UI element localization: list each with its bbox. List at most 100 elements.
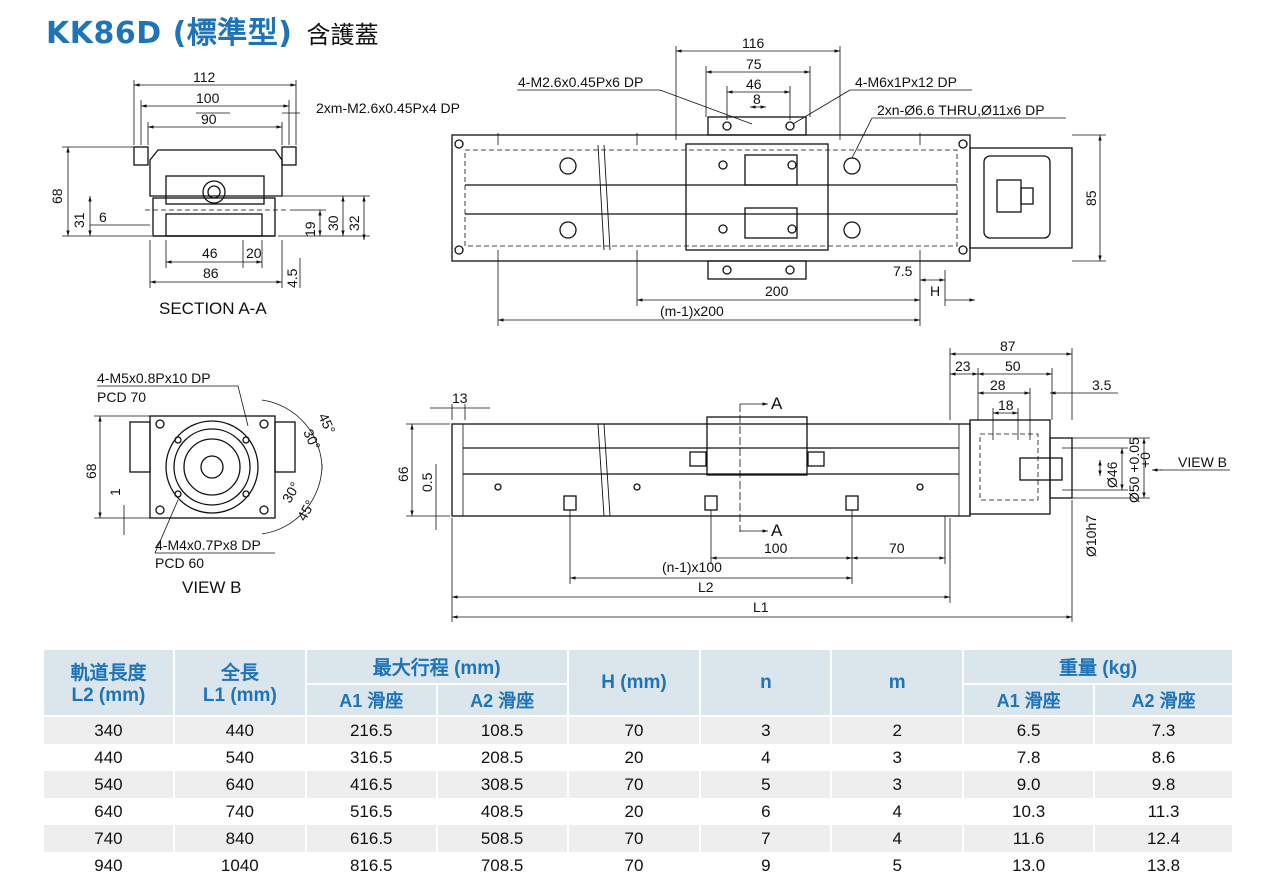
dim-46: 46 bbox=[202, 245, 218, 261]
callout-2xn: 2xn-Ø6.6 THRU,Ø11x6 DP bbox=[877, 102, 1045, 118]
dim-13: 13 bbox=[452, 390, 468, 406]
side-view bbox=[406, 348, 1230, 622]
table-cell: 740 bbox=[44, 825, 175, 852]
dim-46-top: 46 bbox=[746, 76, 762, 92]
table-cell: 9 bbox=[700, 852, 833, 879]
table-cell: 416.5 bbox=[305, 771, 438, 798]
header-stroke-a1: A1 滑座 bbox=[305, 684, 438, 717]
dim-100: 100 bbox=[196, 90, 220, 106]
table-cell: 508.5 bbox=[436, 825, 569, 852]
table-cell: 9.8 bbox=[1094, 771, 1234, 798]
header-total-label: 全長 bbox=[220, 663, 259, 684]
dim-23: 23 bbox=[955, 358, 971, 374]
dim-dia50: Ø50 +0.05 bbox=[1126, 437, 1142, 503]
title-main: KK86D (標準型) bbox=[46, 16, 293, 51]
dim-87: 87 bbox=[1000, 338, 1016, 354]
dim-4.5: 4.5 bbox=[284, 268, 300, 288]
table-cell: 3 bbox=[700, 716, 833, 744]
callout-m5: 4-M5x0.8Px10 DP bbox=[97, 370, 211, 386]
header-stroke: 最大行程 (mm) bbox=[305, 650, 569, 685]
dim-L1: L1 bbox=[753, 599, 769, 615]
view-b-caption: VIEW B bbox=[182, 578, 242, 597]
header-stroke-a2: A2 滑座 bbox=[436, 684, 569, 717]
table-cell: 340 bbox=[44, 716, 175, 744]
dim-32: 32 bbox=[346, 215, 362, 231]
dim-86: 86 bbox=[203, 265, 219, 281]
header-rail-label: 軌道長度 bbox=[70, 663, 147, 684]
table-cell: 4 bbox=[831, 798, 965, 825]
dim-30: 30 bbox=[325, 215, 341, 231]
callout-4-m2.6: 4-M2.6x0.45Px6 DP bbox=[518, 74, 643, 90]
dim-19: 19 bbox=[302, 221, 318, 237]
table-cell: 12.4 bbox=[1094, 825, 1234, 852]
table-cell: 70 bbox=[567, 852, 702, 879]
table-cell: 8.6 bbox=[1094, 744, 1234, 771]
section-aa-caption: SECTION A-A bbox=[159, 299, 267, 318]
angle-45-a: 45° bbox=[315, 411, 338, 437]
table-cell: 540 bbox=[173, 744, 307, 771]
dim-28: 28 bbox=[990, 377, 1006, 393]
table-cell: 440 bbox=[173, 716, 307, 744]
top-view bbox=[451, 46, 1106, 326]
table-cell: 13.0 bbox=[963, 852, 1096, 879]
table-cell: 6 bbox=[700, 798, 833, 825]
side-view-labels: 13 66 0.5 A A 100 70 (n-1)x100 L2 L1 87 … bbox=[395, 338, 1227, 615]
dim-100-side: 100 bbox=[764, 540, 788, 556]
table-cell: 20 bbox=[567, 744, 702, 771]
table-cell: 440 bbox=[44, 744, 175, 771]
table-cell: 70 bbox=[567, 716, 702, 744]
header-weight-a2: A2 滑座 bbox=[1094, 684, 1234, 717]
table-cell: 11.6 bbox=[963, 825, 1096, 852]
table-cell: 408.5 bbox=[436, 798, 569, 825]
table-cell: 840 bbox=[173, 825, 307, 852]
dim-L2: L2 bbox=[698, 579, 714, 595]
table-cell: 6.5 bbox=[963, 716, 1096, 744]
table-cell: 13.8 bbox=[1094, 852, 1234, 879]
dim-7.5: 7.5 bbox=[893, 263, 913, 279]
spec-table: 軌道長度 L2 (mm) 全長 L1 (mm) 最大行程 (mm) H (mm)… bbox=[44, 650, 1234, 879]
table-cell: 10.3 bbox=[963, 798, 1096, 825]
dim-66: 66 bbox=[395, 466, 411, 482]
table-cell: 816.5 bbox=[305, 852, 438, 879]
header-weight: 重量 (kg) bbox=[963, 650, 1234, 685]
section-aa-labels: 112 100 90 68 31 6 46 20 86 19 30 32 4.5… bbox=[49, 69, 460, 318]
dim-75: 75 bbox=[746, 56, 762, 72]
table-cell: 4 bbox=[831, 825, 965, 852]
header-h: H (mm) bbox=[567, 650, 702, 717]
callout-pcd70: PCD 70 bbox=[97, 389, 146, 405]
callout-m4: 4-M4x0.7Px8 DP bbox=[155, 537, 261, 553]
callout-4-m6: 4-M6x1Px12 DP bbox=[855, 74, 957, 90]
table-cell: 70 bbox=[567, 771, 702, 798]
section-mark-top: A bbox=[771, 394, 783, 413]
engineering-drawing: 112 100 90 68 31 6 46 20 86 19 30 32 4.5… bbox=[49, 35, 1230, 622]
table-cell: 70 bbox=[567, 825, 702, 852]
header-weight-a1: A1 滑座 bbox=[963, 684, 1096, 717]
dim-50: 50 bbox=[1005, 358, 1021, 374]
table-cell: 2 bbox=[831, 716, 965, 744]
table-cell: 1040 bbox=[173, 852, 307, 879]
table-cell: 11.3 bbox=[1094, 798, 1234, 825]
dim-90: 90 bbox=[201, 111, 217, 127]
dim-0.5: 0.5 bbox=[419, 472, 435, 492]
dim-20: 20 bbox=[246, 245, 262, 261]
table-cell: 616.5 bbox=[305, 825, 438, 852]
header-rail: 軌道長度 L2 (mm) bbox=[44, 650, 175, 717]
angle-30-b: 30° bbox=[279, 479, 303, 505]
table-cell: 7.8 bbox=[963, 744, 1096, 771]
dim-18: 18 bbox=[998, 397, 1014, 413]
dim-70-side: 70 bbox=[889, 540, 905, 556]
table-cell: 516.5 bbox=[305, 798, 438, 825]
table-cell: 3 bbox=[831, 771, 965, 798]
table-cell: 208.5 bbox=[436, 744, 569, 771]
dim-68-b: 68 bbox=[83, 463, 99, 479]
dim-31: 31 bbox=[71, 212, 87, 228]
dim-112: 112 bbox=[193, 69, 216, 85]
table-cell: 4 bbox=[700, 744, 833, 771]
header-total: 全長 L1 (mm) bbox=[173, 650, 307, 717]
dim-H: H bbox=[930, 283, 940, 299]
